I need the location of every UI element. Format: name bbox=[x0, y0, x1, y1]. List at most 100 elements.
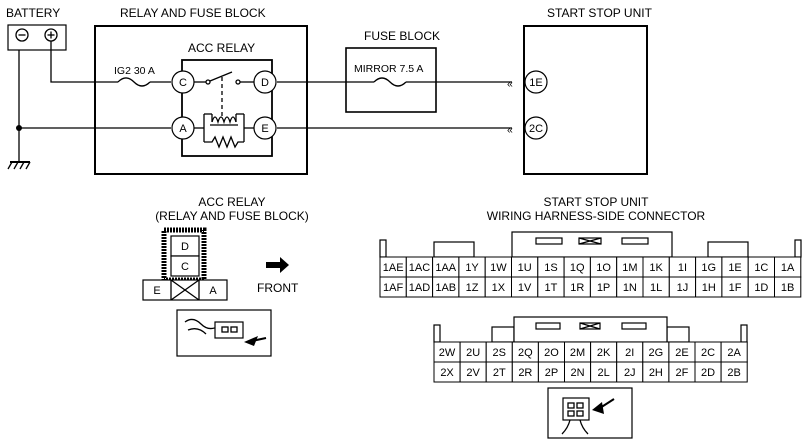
connector-pin-1ad: 1AD bbox=[405, 276, 434, 298]
relay-coil-icon bbox=[194, 113, 254, 149]
connector-plug-icon bbox=[176, 309, 272, 357]
connector-pin-1g: 1G bbox=[695, 256, 723, 278]
svg-text:2W: 2W bbox=[439, 347, 456, 359]
connector1-housing bbox=[379, 231, 802, 258]
svg-text:1J: 1J bbox=[677, 282, 689, 294]
fuse-block-label: FUSE BLOCK bbox=[364, 29, 440, 43]
svg-text:E: E bbox=[261, 123, 268, 135]
connector-pin-2q: 2Q bbox=[511, 341, 539, 363]
svg-text:2P: 2P bbox=[545, 367, 558, 379]
connector-pin-2e: 2E bbox=[668, 341, 696, 363]
svg-text:1AA: 1AA bbox=[435, 262, 456, 274]
svg-text:1M: 1M bbox=[622, 262, 637, 274]
svg-text:1G: 1G bbox=[701, 262, 716, 274]
battery-label: BATTERY bbox=[6, 6, 60, 20]
svg-text:1U: 1U bbox=[518, 262, 532, 274]
connector-pin-2t: 2T bbox=[485, 361, 513, 383]
svg-text:1S: 1S bbox=[544, 262, 557, 274]
svg-text:2D: 2D bbox=[701, 367, 715, 379]
connector-pin-1m: 1M bbox=[616, 256, 644, 278]
fuse-block bbox=[345, 47, 437, 113]
connector-pin-2k: 2K bbox=[590, 341, 618, 363]
connector2-housing bbox=[433, 316, 748, 343]
connector-pin-2b: 2B bbox=[720, 361, 748, 383]
svg-text:«: « bbox=[507, 78, 513, 90]
relay-terminal-a: A bbox=[171, 116, 195, 140]
svg-text:2O: 2O bbox=[544, 347, 559, 359]
connector-pin-1k: 1K bbox=[642, 256, 670, 278]
connector-pin-1d: 1D bbox=[747, 276, 776, 298]
connector-pin-2w: 2W bbox=[433, 341, 461, 363]
svg-text:2B: 2B bbox=[727, 367, 740, 379]
svg-text:1O: 1O bbox=[596, 262, 611, 274]
svg-text:1X: 1X bbox=[492, 282, 506, 294]
connector-pin-2x: 2X bbox=[433, 361, 461, 383]
svg-text:1N: 1N bbox=[623, 282, 637, 294]
connector-pin-1r: 1R bbox=[563, 276, 591, 298]
svg-text:1AE: 1AE bbox=[383, 262, 404, 274]
connector-pin-2d: 2D bbox=[694, 361, 722, 383]
svg-text:1I: 1I bbox=[678, 262, 687, 274]
connector-pin-1l: 1L bbox=[642, 276, 670, 298]
connector-pin-2g: 2G bbox=[642, 341, 670, 363]
svg-text:2F: 2F bbox=[676, 367, 689, 379]
svg-text:1AD: 1AD bbox=[409, 282, 430, 294]
acc-relay-lower-sublabel: (RELAY AND FUSE BLOCK) bbox=[155, 209, 309, 223]
relay-fuse-block-label: RELAY AND FUSE BLOCK bbox=[120, 6, 266, 20]
mirror-fuse-icon bbox=[346, 77, 436, 87]
connector-pin-1t: 1T bbox=[537, 276, 565, 298]
svg-text:2V: 2V bbox=[466, 367, 480, 379]
connector-pin-1w: 1W bbox=[484, 256, 513, 278]
connector-pin-2a: 2A bbox=[720, 341, 748, 363]
svg-text:2S: 2S bbox=[493, 347, 506, 359]
ig2-fuse-label: IG2 30 A bbox=[114, 65, 155, 77]
svg-text:1C: 1C bbox=[754, 262, 768, 274]
svg-text:1W: 1W bbox=[490, 262, 507, 274]
connector-pin-2o: 2O bbox=[537, 341, 566, 363]
connector-pin-2s: 2S bbox=[485, 341, 513, 363]
connector-pin-1c: 1C bbox=[747, 256, 776, 278]
relay-fuse-block bbox=[94, 25, 308, 175]
svg-text:2I: 2I bbox=[625, 347, 634, 359]
svg-text:2N: 2N bbox=[571, 367, 585, 379]
svg-text:2C: 2C bbox=[701, 347, 715, 359]
connector-pin-1s: 1S bbox=[537, 256, 565, 278]
unit-terminal-2c: « 2C bbox=[507, 116, 548, 140]
relay-connector-e: E bbox=[153, 285, 160, 297]
connector-pin-1af: 1AF bbox=[379, 276, 407, 298]
svg-text:1Y: 1Y bbox=[465, 262, 479, 274]
svg-text:1AC: 1AC bbox=[409, 262, 430, 274]
svg-text:2X: 2X bbox=[440, 367, 454, 379]
start-stop-unit-label: START STOP UNIT bbox=[547, 6, 653, 20]
acc-relay-connector: D C E A bbox=[142, 227, 228, 301]
svg-text:1T: 1T bbox=[545, 282, 558, 294]
start-stop-unit-box bbox=[523, 25, 648, 175]
connector-pin-1aa: 1AA bbox=[432, 256, 460, 278]
svg-text:1L: 1L bbox=[650, 282, 662, 294]
svg-text:2A: 2A bbox=[727, 347, 741, 359]
connector-pin-1q: 1Q bbox=[563, 256, 591, 278]
svg-text:1R: 1R bbox=[570, 282, 584, 294]
mirror-fuse-label: MIRROR 7.5 A bbox=[354, 63, 423, 75]
svg-text:2J: 2J bbox=[624, 367, 636, 379]
connector-pin-1j: 1J bbox=[668, 276, 697, 298]
connector-pin-1z: 1Z bbox=[458, 276, 486, 298]
svg-text:1Q: 1Q bbox=[570, 262, 585, 274]
svg-text:2E: 2E bbox=[675, 347, 688, 359]
svg-text:1H: 1H bbox=[702, 282, 716, 294]
svg-text:2H: 2H bbox=[649, 367, 663, 379]
svg-text:2T: 2T bbox=[493, 367, 506, 379]
svg-text:1AB: 1AB bbox=[435, 282, 456, 294]
acc-relay-box bbox=[181, 59, 273, 157]
connector-pin-2p: 2P bbox=[537, 361, 566, 383]
svg-text:1K: 1K bbox=[649, 262, 663, 274]
connector-pin-2i: 2I bbox=[616, 341, 644, 363]
arrow-right-icon bbox=[266, 257, 289, 273]
connector-pin-1o: 1O bbox=[589, 256, 618, 278]
connector-pin-1ac: 1AC bbox=[405, 256, 434, 278]
connector-pin-1y: 1Y bbox=[458, 256, 486, 278]
svg-text:1P: 1P bbox=[597, 282, 610, 294]
battery: BATTERY bbox=[6, 6, 67, 51]
acc-relay-label: ACC RELAY bbox=[188, 41, 255, 55]
